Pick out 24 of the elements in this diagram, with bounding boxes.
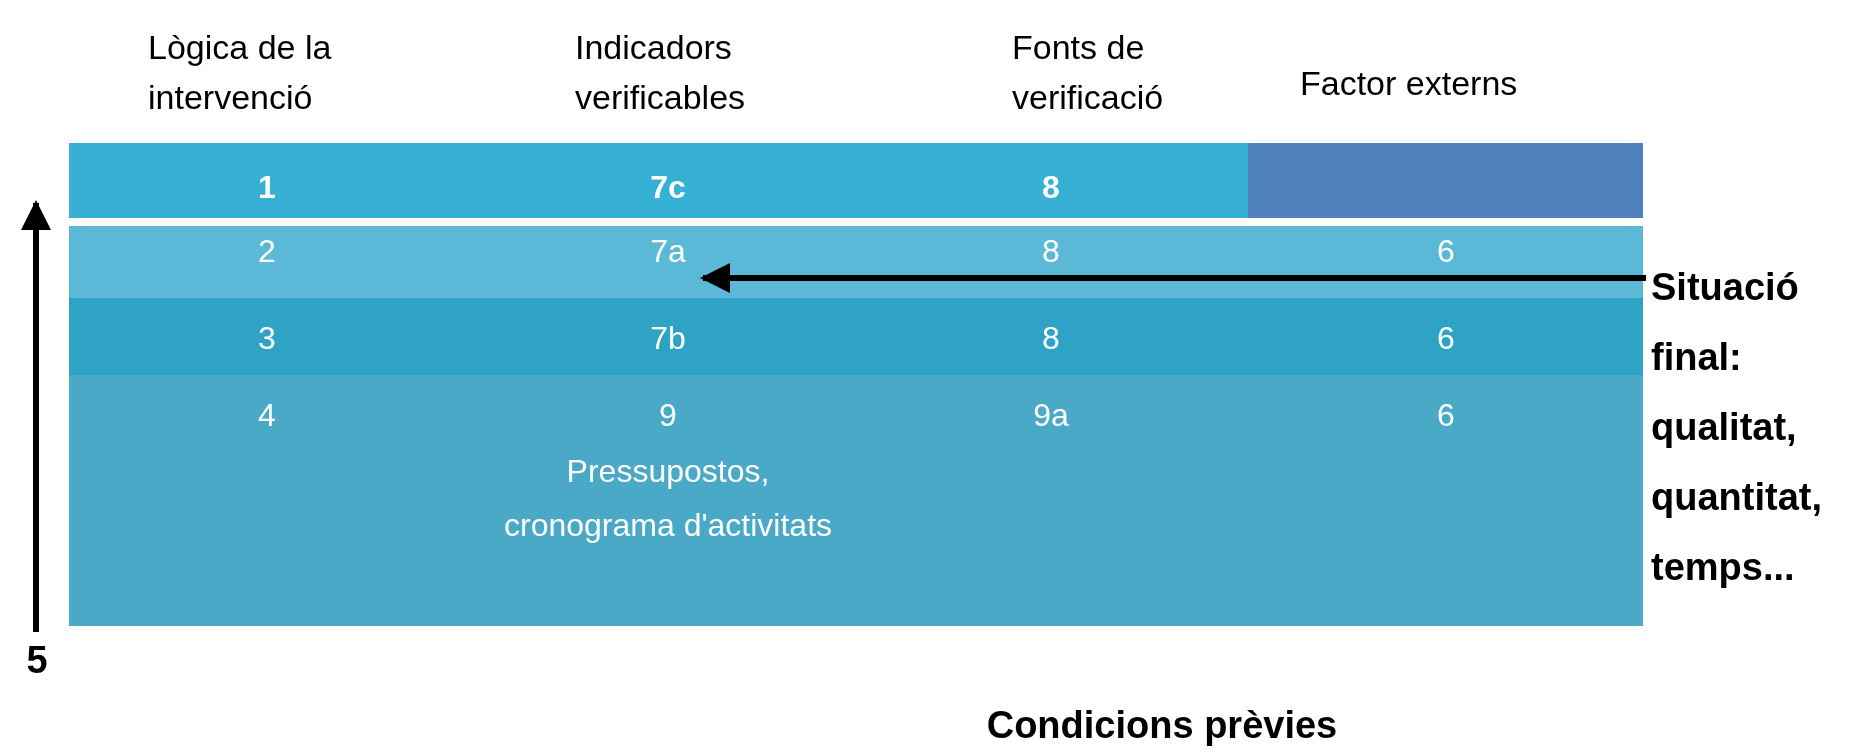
table-text: 4 bbox=[257, 396, 277, 435]
table-text: 7c bbox=[649, 168, 687, 207]
column-header: Fonts de verificació bbox=[1012, 27, 1165, 118]
table-text: 2 bbox=[257, 232, 277, 271]
table-text: 8 bbox=[1041, 232, 1061, 271]
column-header: Indicadors verificables bbox=[575, 27, 747, 118]
table-text: 7b bbox=[649, 319, 687, 358]
table-text: 8 bbox=[1041, 319, 1061, 358]
column-header: Factor externs bbox=[1300, 63, 1519, 104]
table-text: 8 bbox=[1041, 168, 1061, 207]
side-note: Situació final: qualitat, quantitat, temps... bbox=[1651, 252, 1867, 602]
table-text: 9 bbox=[658, 396, 678, 435]
table-text: 1 bbox=[257, 168, 277, 207]
arrow bbox=[700, 263, 1646, 293]
table-text: 9a bbox=[1032, 396, 1070, 435]
table-text: 6 bbox=[1436, 319, 1456, 358]
table-text: 6 bbox=[1436, 232, 1456, 271]
table-text: 7a bbox=[638, 229, 698, 285]
table-text: 6 bbox=[1436, 396, 1456, 435]
table-text: 3 bbox=[257, 319, 277, 358]
footer-note: Condicions prèvies bbox=[985, 703, 1339, 748]
column-header: Lògica de la intervenció bbox=[148, 27, 333, 118]
table-text: Pressupostos, cronograma d'activitats bbox=[503, 452, 833, 545]
number-label: 5 bbox=[25, 640, 49, 680]
